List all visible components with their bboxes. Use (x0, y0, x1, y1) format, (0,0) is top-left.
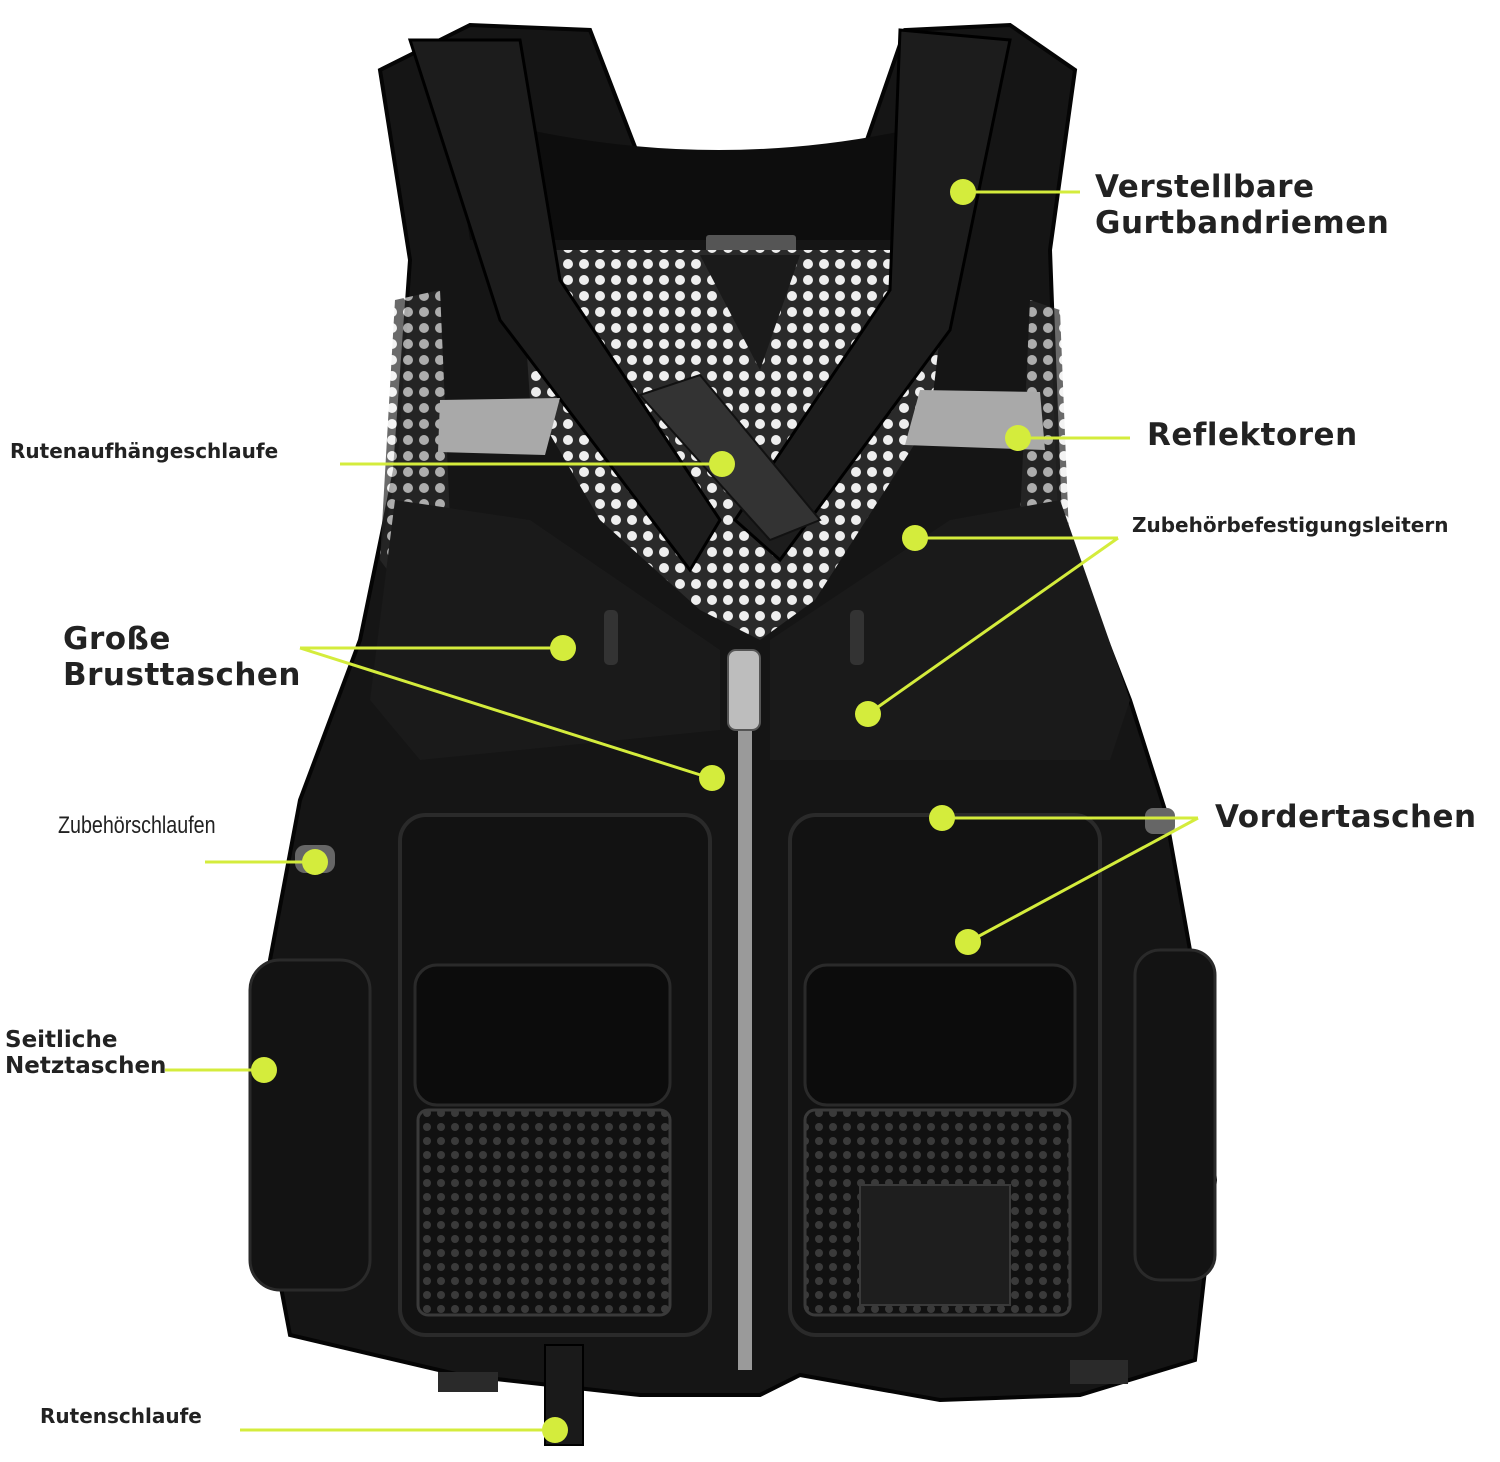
callout-dot-front-a (929, 805, 955, 831)
label-chest-pockets-line1: Große (63, 621, 171, 657)
label-side-mesh-pockets-line2: Netztaschen (5, 1053, 167, 1080)
upper-chest-panel (370, 500, 720, 760)
front-pocket-left-mesh (416, 1108, 672, 1317)
shoulder-strap-right (733, 28, 1012, 563)
back-neck-panel (450, 110, 985, 240)
zipper-pull (727, 649, 761, 731)
center-zipper (738, 650, 752, 1370)
callout-dot-rod-loop (542, 1417, 568, 1443)
callout-dot-chest-a (550, 635, 576, 661)
callout-dot-ladders-a (902, 525, 928, 551)
label-adjustable-straps-line2: Gurtbandriemen (1095, 204, 1390, 241)
label-adjustable-straps-line1: Verstellbare (1095, 169, 1315, 205)
callout-line-ladders-b (867, 536, 1119, 716)
callout-line-front-b (967, 816, 1199, 944)
callout-dot-ladders-b (855, 701, 881, 727)
callout-dots (251, 179, 1031, 1443)
buckle-left (438, 1372, 498, 1392)
callout-dot-rod-hanging-loop (709, 451, 735, 477)
label-accessory-ladders: Zubehörbefestigungsleitern (1132, 513, 1449, 537)
chest-zip-pull-left (604, 610, 618, 665)
chest-zip-pull-right (850, 610, 864, 665)
reflector-left (438, 398, 560, 455)
callout-dot-chest-b (699, 765, 725, 791)
callout-line-chest-b (299, 646, 711, 780)
callout-dot-front-b (955, 929, 981, 955)
front-pocket-left-inner (413, 963, 672, 1107)
buckle-right (1070, 1360, 1128, 1384)
label-adjustable-straps: Verstellbare Gurtbandriemen (1095, 169, 1390, 241)
callout-lines (165, 190, 1199, 1432)
label-rod-hanging-loop: Rutenaufhängeschlaufe (10, 439, 279, 463)
shoulder-strap-left (407, 38, 722, 573)
callout-dot-loops (302, 849, 328, 875)
label-chest-pockets-line2: Brusttaschen (63, 656, 301, 693)
label-side-mesh-pockets: Seitliche Netztaschen (5, 1027, 166, 1080)
side-pocket-left (248, 958, 372, 1292)
label-chest-pockets: Große Brusttaschen (63, 621, 301, 693)
mesh-v-tab (700, 255, 800, 370)
callout-dot-straps (950, 179, 976, 205)
callout-dot-side (251, 1057, 277, 1083)
front-pocket-right-inner (803, 963, 1077, 1107)
hang-tab (706, 235, 796, 253)
velcro-patch (859, 1184, 1011, 1306)
label-side-mesh-pockets-line1: Seitliche (5, 1027, 118, 1053)
callout-dot-reflectors (1005, 425, 1031, 451)
label-front-pockets: Vordertaschen (1215, 799, 1477, 835)
accessory-loop-right (1145, 808, 1175, 834)
side-pocket-right (1133, 948, 1217, 1282)
label-reflectors: Reflektoren (1147, 417, 1358, 453)
upper-chest-panel-right (770, 500, 1130, 760)
label-rod-loop: Rutenschlaufe (40, 1404, 202, 1428)
label-accessory-loops: Zubehörschlaufen (58, 812, 216, 839)
